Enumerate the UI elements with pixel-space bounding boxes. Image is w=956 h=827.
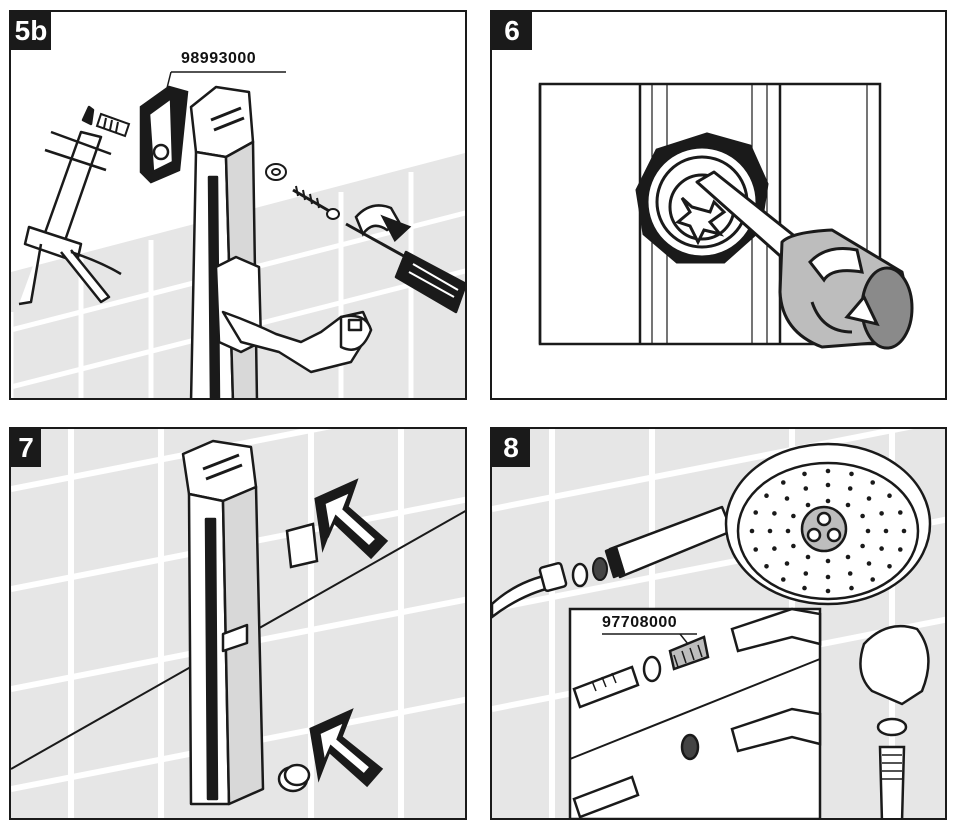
nozzle-dot [764, 564, 769, 569]
nozzle-dot [845, 554, 851, 560]
nozzle-dot [753, 510, 758, 515]
panel-step-8: 8 97708000 [490, 427, 947, 820]
nozzle-dot [805, 502, 811, 508]
panel-step-5b: 5b 98993000 [9, 10, 467, 400]
wall-plug [95, 112, 131, 138]
hose [492, 561, 568, 619]
nozzle-dot [825, 558, 831, 564]
step-6-illustration [538, 82, 914, 350]
detail-inset [568, 607, 822, 818]
step-number-badge: 5b [11, 12, 51, 50]
nozzle-dot [866, 496, 872, 501]
step-number-badge: 7 [11, 429, 41, 467]
panel-step-6: 6 [490, 10, 947, 400]
nozzle-dot [879, 546, 884, 551]
nozzle-dot [802, 471, 807, 477]
nozzle-dot [860, 513, 865, 519]
press-arrow-icon [314, 478, 389, 560]
hand-shower-holder [214, 255, 373, 374]
nozzle-dot [802, 585, 807, 591]
nozzle-dot [849, 585, 854, 591]
part-number-label: 97708000 [602, 614, 678, 631]
rotate-arrow-icon [808, 247, 880, 334]
press-arrow-icon [309, 708, 384, 788]
screwdriver [345, 222, 465, 314]
nozzle-dot [847, 486, 853, 491]
nozzle-dot [887, 564, 892, 569]
nozzle-dot [883, 528, 889, 534]
nozzle-dot [825, 588, 831, 594]
nozzle-dot [803, 571, 809, 576]
hand-shower [604, 442, 932, 606]
step-7-illustration [11, 429, 465, 818]
nozzle-dot [860, 543, 865, 549]
nozzle-dot [845, 502, 851, 508]
nozzle-dot [803, 486, 809, 491]
nozzle-dot [781, 577, 786, 582]
nozzle-dot [865, 528, 871, 534]
nozzle-dot [870, 480, 875, 485]
filter-screen [592, 557, 608, 581]
part-number-label: 98993000 [181, 50, 257, 67]
nozzle-dot [772, 511, 777, 516]
rotate-arrow-icon [354, 204, 412, 243]
wall-outlet-elbow [859, 624, 930, 818]
nozzle-dot [791, 513, 796, 519]
nozzle-dot [791, 543, 796, 549]
step-5b-illustration [11, 71, 465, 398]
nozzle-dot [825, 468, 831, 474]
step-8-illustration [492, 429, 945, 818]
nozzle-dot [825, 574, 831, 580]
nozzle-dot [870, 577, 875, 582]
panel-step-7: 7 [9, 427, 467, 820]
nozzle-dot [898, 510, 903, 515]
nozzle-dot [749, 528, 755, 534]
nozzle-dot [753, 547, 758, 552]
nozzle-dot [785, 528, 791, 534]
nozzle-dot [772, 546, 777, 551]
nozzle-dot [879, 511, 884, 516]
nozzle-dot [849, 471, 854, 477]
spray-nozzles [749, 468, 907, 594]
nozzle-dot [781, 480, 786, 485]
rail-clip-part [139, 85, 189, 184]
nozzle-dot [887, 493, 892, 498]
cover-cap-square [285, 522, 319, 569]
shower-rail [181, 439, 265, 806]
nozzle-dot [847, 571, 853, 576]
nozzle-dot [898, 547, 903, 552]
nozzle-dot [767, 528, 773, 534]
shower-rail [189, 85, 259, 398]
nozzle-dot [784, 561, 790, 566]
caulk-gun [18, 105, 122, 306]
cross-screw-head-icon [674, 196, 727, 246]
nozzle-dot [805, 554, 811, 560]
nozzle-dot [784, 496, 790, 501]
nozzle-dot [901, 528, 907, 534]
nozzle-dot [825, 498, 831, 504]
nozzle-dot [825, 482, 831, 488]
step-number-badge: 8 [492, 429, 530, 467]
step-number-badge: 6 [492, 12, 532, 50]
sealing-washer [571, 562, 589, 588]
screw-and-washer [265, 163, 340, 220]
nozzle-dot [866, 561, 872, 566]
nozzle-dot [764, 493, 769, 498]
cover-cap-round [277, 763, 311, 793]
